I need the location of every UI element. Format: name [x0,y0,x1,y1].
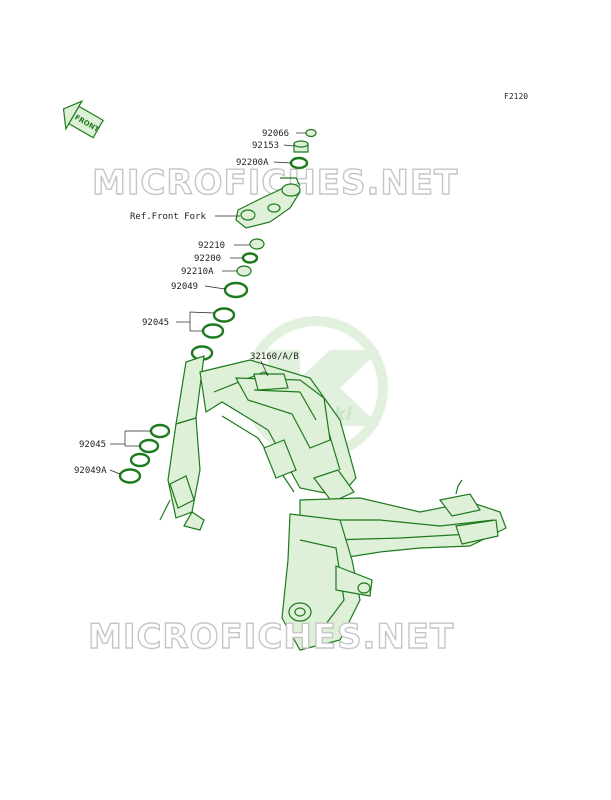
part-92210a-nut [236,265,252,277]
part-number-labels: 92066 92153 92200A Ref.Front Fork 92210 … [74,129,299,476]
label-ref-front-fork: Ref.Front Fork [130,212,206,222]
part-32160-bracket [253,373,289,391]
front-direction-badge: FRONT [62,99,104,139]
label-92153: 92153 [252,141,279,151]
label-92066: 92066 [262,129,289,139]
upper-triple-clamp [235,177,301,229]
watermark-bottom: MICROFICHES.NET [88,617,454,657]
label-92200a: 92200A [236,158,269,168]
part-92066-cap [305,128,317,138]
part-92049a-seal [118,468,142,484]
leader-lines [109,132,306,475]
figure-code: F2120 [504,92,528,101]
part-92045-bearing-low [149,423,171,439]
label-92045-low: 92045 [79,440,106,450]
part-92045-bearing-top [212,307,236,323]
label-92049a: 92049A [74,466,107,476]
label-92049: 92049 [171,282,198,292]
label-92045-top: 92045 [142,318,169,328]
label-92210: 92210 [198,241,225,251]
part-92049-seal [223,281,249,299]
part-92045-race-top [201,323,225,339]
frame-drawing [159,355,507,651]
label-92210a: 92210A [181,267,214,277]
label-32160: 32160/A/B [250,352,299,362]
part-92210-nut [249,238,265,250]
part-92200-washer [241,252,259,264]
part-92045-race-low [138,438,160,454]
label-92200: 92200 [194,254,221,264]
